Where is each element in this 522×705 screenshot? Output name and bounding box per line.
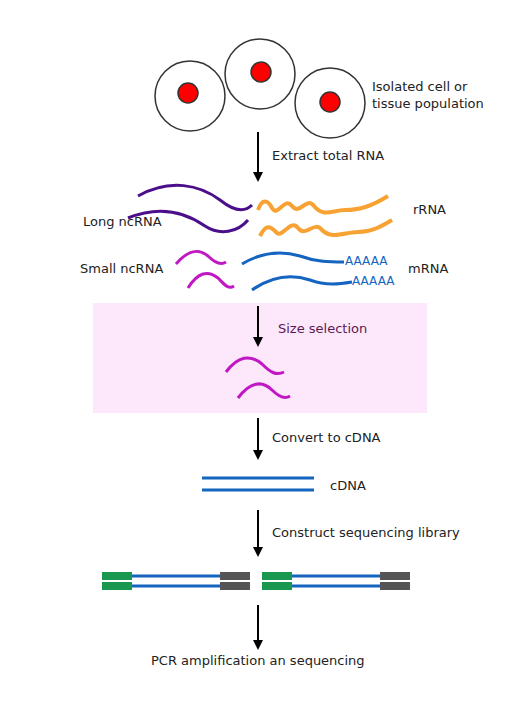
population-label: Isolated cell or tissue population — [372, 78, 502, 112]
step-label: Construct sequencing library — [272, 524, 460, 541]
polya-tail: AAAAA — [352, 273, 394, 290]
rna-type-label: Small ncRNA — [80, 260, 163, 277]
step-label: Convert to cDNA — [272, 429, 381, 446]
rrna — [258, 196, 392, 236]
cdna-strands — [202, 478, 314, 490]
step-label: PCR amplification an sequencing — [151, 652, 365, 669]
rna-type-label: Long ncRNA — [83, 213, 162, 230]
step-label: Extract total RNA — [272, 147, 384, 164]
library-fragments — [102, 572, 410, 590]
cells — [155, 39, 365, 138]
polya-tail: AAAAA — [345, 253, 387, 270]
product-label: cDNA — [330, 477, 366, 494]
small-ncrna — [176, 251, 234, 288]
step-label: Size selection — [278, 320, 367, 337]
mrna — [242, 253, 352, 290]
selection-band: Size selection — [93, 303, 427, 413]
rna-type-label: rRNA — [413, 201, 446, 218]
rna-type-label: mRNA — [408, 260, 448, 277]
